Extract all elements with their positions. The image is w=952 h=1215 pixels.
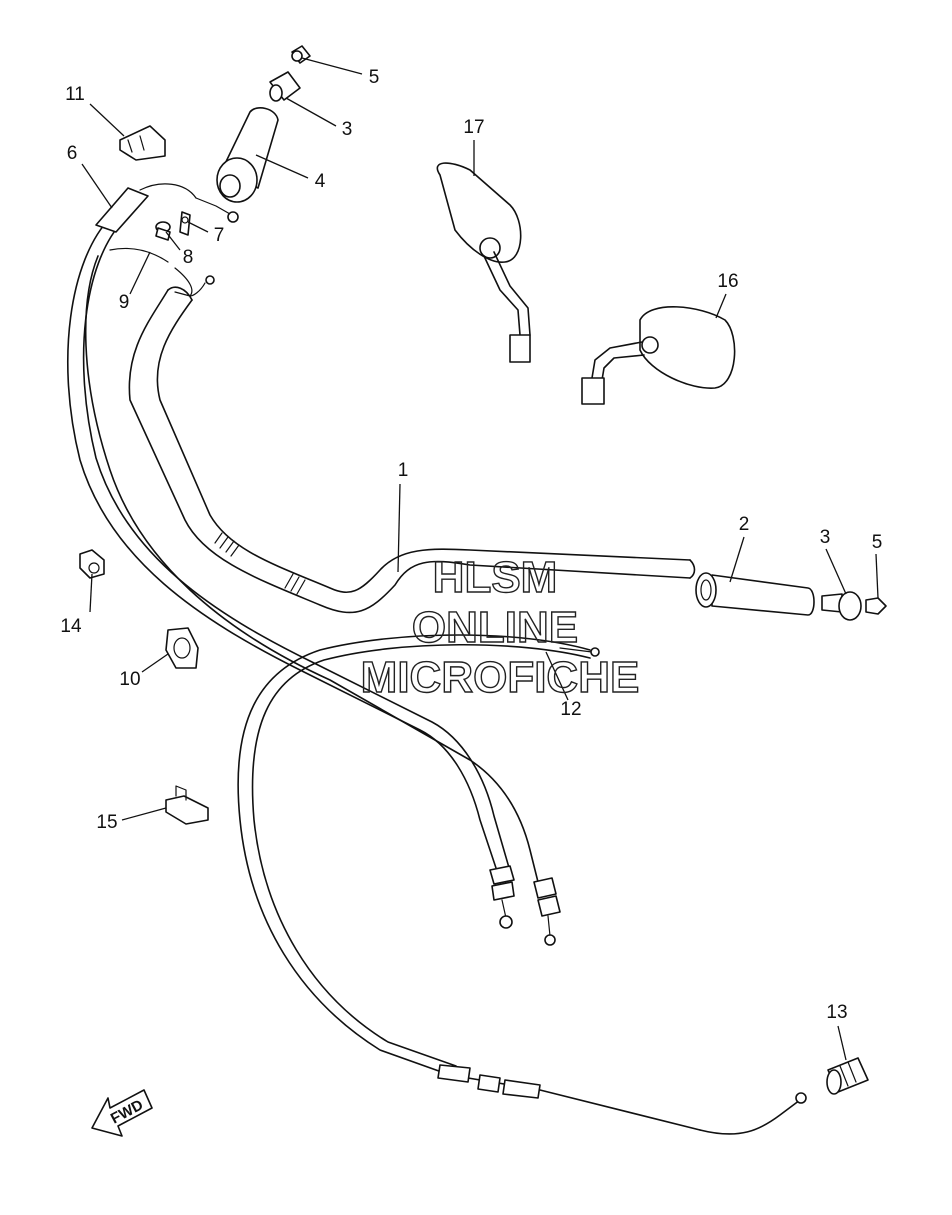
cable-end-fitting-left [489, 865, 515, 929]
callout-16: 16 [717, 271, 738, 292]
throttle-cable-return[interactable] [84, 247, 541, 891]
callout-4: 4 [315, 171, 326, 192]
callout-14: 14 [60, 616, 82, 637]
watermark-line-3: MICROFICHE [361, 653, 640, 702]
cable-holder-11[interactable] [119, 125, 166, 161]
bar-end-weight-left[interactable] [269, 71, 301, 102]
clutch-cable[interactable] [237, 634, 807, 1135]
cable-end-fitting-right [533, 877, 561, 946]
right-grip[interactable] [695, 572, 815, 616]
callout-15: 15 [96, 812, 117, 833]
fwd-arrow: FWD [91, 1089, 153, 1137]
callout-7: 7 [214, 225, 225, 246]
clamp-10[interactable] [165, 627, 199, 669]
bar-end-weight-right[interactable] [821, 591, 862, 621]
callout-6: 6 [67, 143, 78, 164]
watermark: HLSM ONLINE MICROFICHE [360, 552, 640, 702]
callout-5-left: 5 [369, 67, 380, 88]
screw-8[interactable] [155, 221, 171, 241]
handlebar[interactable] [128, 286, 696, 614]
throttle-cable-pull[interactable] [67, 183, 513, 881]
callout-8: 8 [183, 247, 194, 268]
watermark-line-2: ONLINE [412, 603, 578, 652]
callout-9: 9 [119, 292, 130, 313]
callout-3-left: 3 [342, 119, 353, 140]
callouts: 1 2 3 3 4 5 5 6 7 8 9 10 11 12 13 14 15 … [60, 67, 882, 1023]
callout-1: 1 [398, 460, 409, 481]
callout-10: 10 [119, 669, 140, 690]
callout-12: 12 [560, 699, 581, 720]
bar-end-cap-left[interactable] [291, 45, 311, 64]
left-grip[interactable] [216, 107, 279, 203]
leader-lines [81, 57, 879, 1061]
callout-3-right: 3 [820, 527, 831, 548]
callout-17: 17 [463, 117, 484, 138]
cable-adjuster[interactable] [826, 1057, 869, 1095]
bar-end-cap-right[interactable] [865, 597, 887, 615]
callout-2: 2 [739, 514, 750, 535]
plate-7[interactable] [179, 211, 191, 236]
callout-13: 13 [826, 1002, 847, 1023]
clip-15[interactable] [165, 785, 209, 825]
callout-11: 11 [65, 84, 85, 105]
mirror-right[interactable] [581, 306, 736, 405]
callout-5-right: 5 [872, 532, 883, 553]
mirror-left[interactable] [436, 162, 531, 363]
watermark-line-1: HLSM [433, 553, 558, 602]
clamp-14[interactable] [79, 549, 105, 579]
